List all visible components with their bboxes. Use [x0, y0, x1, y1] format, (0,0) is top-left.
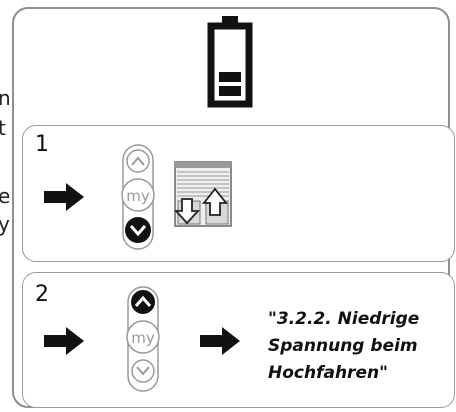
- chevron-down-icon: [129, 225, 147, 237]
- roller-blind-icon: [174, 161, 232, 227]
- chevron-up-icon: [131, 156, 145, 166]
- arrow-down-icon: [174, 198, 201, 225]
- my-button-label: my: [131, 329, 155, 347]
- arrow-right-icon: [44, 327, 84, 355]
- chevron-down-icon: [136, 366, 150, 376]
- remote-control: my: [121, 144, 155, 250]
- caption-line: "3.2.2. Niedrige: [268, 309, 420, 329]
- my-button[interactable]: my: [126, 320, 160, 354]
- step-2-number: 2: [35, 282, 49, 307]
- step-1-panel: [22, 125, 455, 262]
- arrow-right-icon: [200, 327, 240, 355]
- remote-control: my: [126, 286, 160, 392]
- arrow-right-icon: [44, 183, 84, 211]
- cropped-text-fragment: e: [0, 184, 11, 208]
- up-button[interactable]: [126, 149, 150, 173]
- caption-line: Hochfahren": [268, 363, 388, 383]
- my-button[interactable]: my: [121, 178, 155, 212]
- down-button-pressed[interactable]: [125, 217, 151, 243]
- step-2-caption: "3.2.2. Niedrige Spannung beim Hochfahre…: [268, 306, 448, 387]
- cropped-text-fragment: n: [0, 86, 11, 110]
- down-button[interactable]: [131, 359, 155, 383]
- battery-low-icon: [207, 16, 253, 108]
- arrow-up-icon: [202, 187, 228, 216]
- step-1-number: 1: [35, 132, 49, 157]
- chevron-up-icon: [134, 295, 152, 307]
- caption-line: Spannung beim: [268, 336, 418, 356]
- up-button-pressed[interactable]: [131, 290, 155, 314]
- my-button-label: my: [126, 187, 150, 205]
- cropped-text-fragment: y: [0, 212, 10, 236]
- cropped-text-fragment: t: [0, 116, 6, 140]
